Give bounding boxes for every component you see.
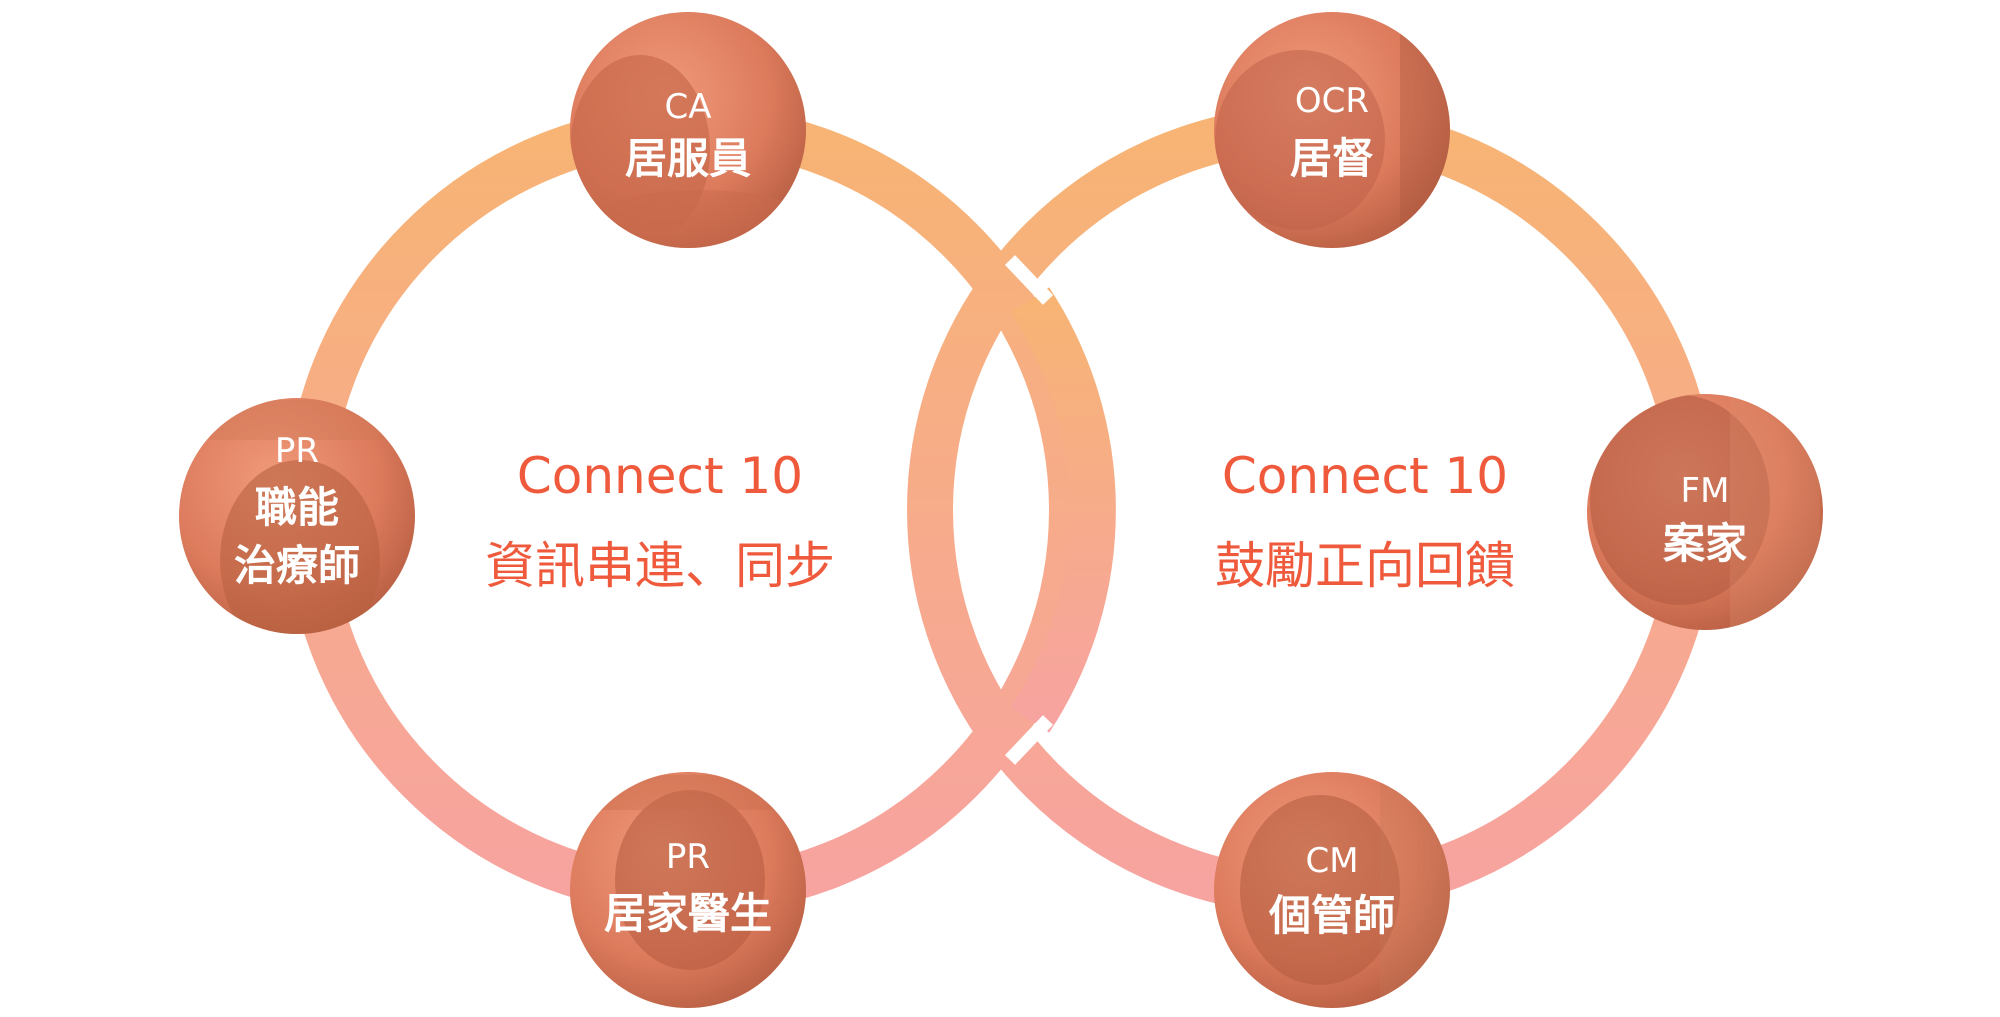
avatar-pr-occupational-therapist: PR 職能 治療師 [179,398,415,634]
left-loop-overlap-segment [1010,287,1116,733]
avatar-code: CM [1305,841,1358,881]
avatar-ocr-home-care-supervisor: OCR 居督 [1214,12,1450,248]
person-photo-icon [570,55,806,248]
avatar-code: PR [666,837,710,877]
avatar-code: CA [665,87,712,127]
avatar-pr-home-doctor: PR 居家醫生 [570,772,806,1008]
avatar-code: PR [275,431,319,471]
avatar-role: 居督 [1290,134,1374,183]
avatar-role-line-1: 職能 [255,483,339,532]
avatar-role-line-2: 治療師 [234,541,360,590]
avatar-ca-home-care-attendant: CA 居服員 [570,12,806,248]
avatar-role: 居服員 [625,134,751,183]
weave-gap-top [1004,255,1054,305]
avatar-fm-family: FM 案家 [1587,394,1823,630]
person-photo-icon [1590,395,1820,630]
right-loop-title: Connect 10 [1222,447,1508,505]
weave-gap-bottom [1004,715,1054,765]
avatar-role: 案家 [1663,519,1747,568]
right-loop-subtitle: 鼓勵正向回饋 [1215,537,1515,595]
left-loop-title: Connect 10 [517,447,803,505]
avatar-code: OCR [1295,81,1369,121]
left-loop-subtitle: 資訊串連、同步 [485,537,835,595]
avatar-code: FM [1681,471,1730,511]
avatar-role: 居家醫生 [604,889,772,938]
avatar-role: 個管師 [1268,891,1395,940]
avatar-cm-case-manager: CM 個管師 [1214,772,1450,1008]
